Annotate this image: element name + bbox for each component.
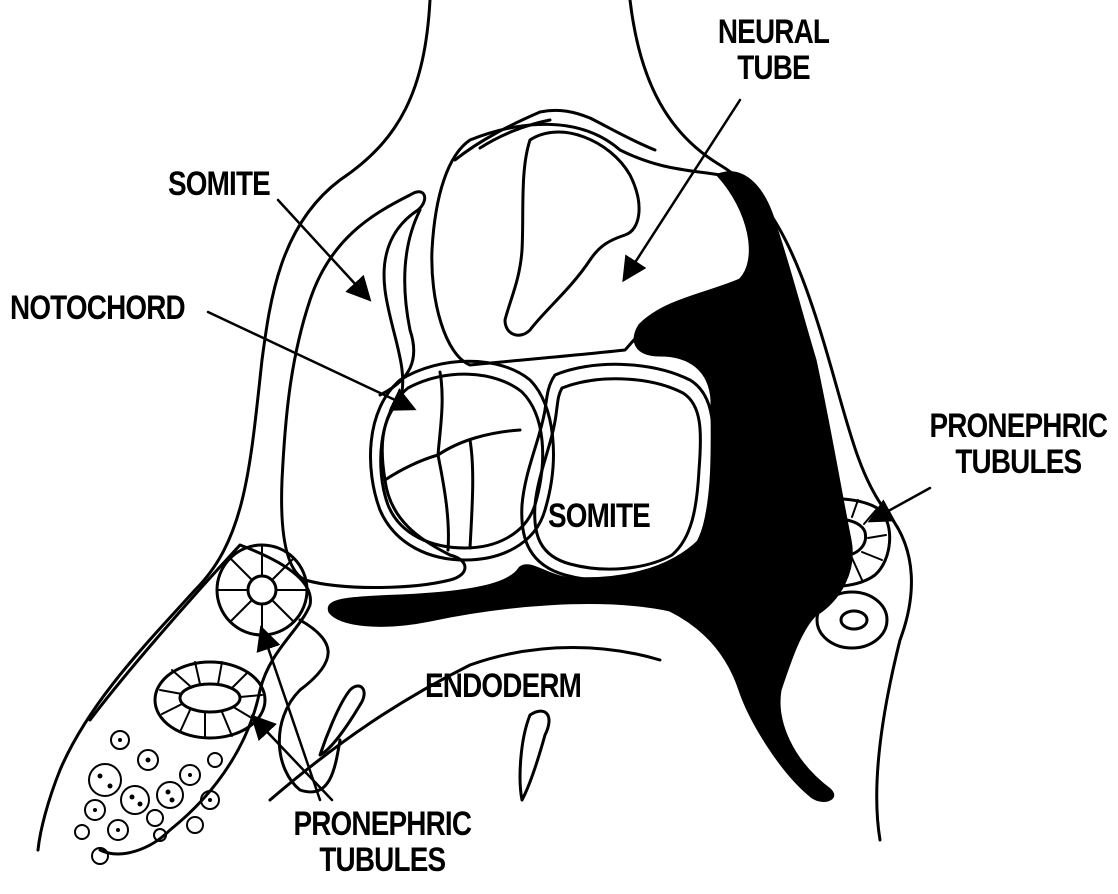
leader-pronephric-bottom-1 — [262, 630, 320, 800]
lateral-mesoderm-black — [329, 173, 851, 801]
label-neural-tube-line2: TUBE — [712, 50, 835, 86]
label-pronephric-right-line1: PRONEPHRIC — [924, 408, 1113, 444]
pronephric-tubule-lower-left-outer — [155, 662, 265, 738]
label-pronephric-tubules-bottom: PRONEPHRIC TUBULES — [288, 806, 477, 878]
leader-notochord — [208, 312, 412, 408]
pronephric-tubule-lower-left-lumen — [180, 684, 240, 712]
blood-cells — [75, 731, 222, 864]
label-pronephric-bottom-line2: TUBULES — [288, 842, 477, 878]
label-neural-tube-line1: NEURAL — [712, 14, 835, 50]
right-vessel-inner — [841, 611, 867, 629]
leader-neural-tube — [625, 100, 740, 278]
neural-tube-lumen — [505, 132, 639, 335]
somite-lower-outline — [522, 364, 714, 580]
pronephric-tubule-upper-left-spokes — [217, 545, 307, 635]
label-neural-tube: NEURAL TUBE — [712, 14, 835, 86]
label-somite-lower: SOMITE — [548, 498, 650, 534]
label-pronephric-bottom-line1: PRONEPHRIC — [288, 806, 477, 842]
somite-lower-inner — [535, 379, 701, 569]
leader-somite-upper — [278, 200, 368, 298]
notochord-cell-wall-3 — [385, 455, 438, 480]
notochord-cell-wall-1 — [438, 372, 442, 455]
endoderm-small-loop — [520, 711, 549, 800]
notochord-cell-wall-4 — [438, 455, 448, 550]
right-vessel-outer — [817, 592, 887, 648]
label-endoderm: ENDODERM — [425, 668, 581, 704]
label-pronephric-right-line2: TUBULES — [924, 444, 1113, 480]
notochord-outline — [370, 361, 553, 560]
small-tubule-left — [320, 686, 364, 755]
label-somite-upper: SOMITE — [168, 166, 270, 202]
notochord-cell-wall-2 — [438, 430, 520, 455]
label-pronephric-tubules-right: PRONEPHRIC TUBULES — [924, 408, 1113, 480]
label-notochord: NOTOCHORD — [10, 290, 185, 326]
notochord-cell-wall-5 — [470, 440, 473, 548]
